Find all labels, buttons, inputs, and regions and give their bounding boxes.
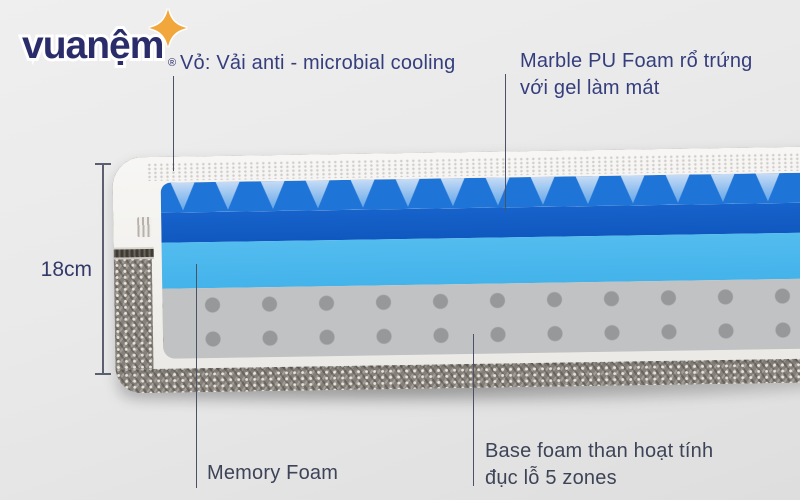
dimension-line [102, 164, 104, 374]
mattress-zipper [113, 248, 154, 258]
layer-marble-pu-foam [160, 172, 800, 213]
cover-rib-detail [137, 216, 152, 238]
mattress-cross-section [112, 146, 800, 394]
dimension-label: 18cm [40, 258, 92, 281]
label-cover-fabric: Vỏ: Vải anti - microbial cooling [180, 52, 456, 74]
foam-layer-stack [160, 172, 800, 359]
mattress-side-knit-panel [113, 256, 154, 370]
label-base-foam-line2: đục lỗ 5 zones [485, 467, 617, 489]
label-base-foam: Base foam than hoạt tính đục lỗ 5 zones [485, 438, 713, 492]
logo-text: vuanệm [22, 24, 163, 67]
leader-line-base-foam [473, 334, 474, 486]
sparkle-icon [148, 8, 188, 48]
registered-mark: ® [168, 57, 176, 69]
brand-logo-svg: vuanệm ® [19, 8, 188, 70]
layer-base-foam [162, 278, 800, 359]
label-base-foam-line1: Base foam than hoạt tính [485, 440, 714, 462]
leader-line-cover [173, 76, 174, 171]
label-marble-foam-line2: với gel làm mát [520, 77, 660, 99]
label-marble-foam: Marble PU Foam rổ trứng với gel làm mát [520, 48, 753, 102]
dimension-cap-top [95, 163, 111, 165]
dimension-cap-bottom [95, 373, 111, 375]
label-memory-foam: Memory Foam [207, 462, 339, 484]
leader-line-marble-foam [505, 74, 506, 211]
label-marble-foam-line1: Marble PU Foam rổ trứng [520, 50, 753, 72]
brand-logo: vuanệm ® [18, 8, 218, 74]
leader-line-memory-foam [196, 264, 197, 488]
egg-crate-triangles [160, 172, 800, 213]
